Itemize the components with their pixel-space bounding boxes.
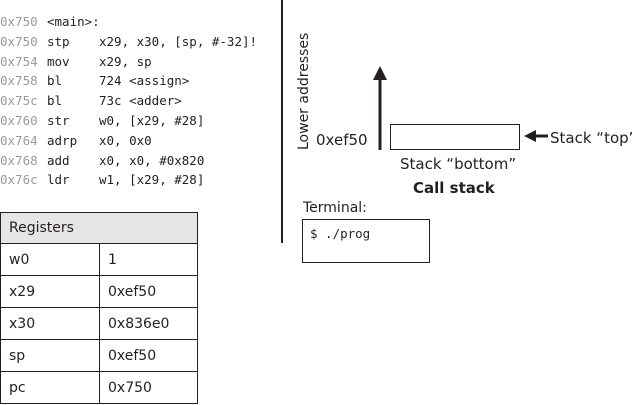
code-address: 0x754 [0,53,38,69]
registers-table: Registers w0 1 x29 0xef50 x30 0x836e0 sp… [0,212,198,404]
table-row: sp 0xef50 [0,339,198,372]
code-line: 0x768 add x0, x0, #0x820 [0,151,204,171]
register-name: w0 [0,243,100,276]
code-address: 0x750 [0,33,38,49]
code-operands: x29, x30, [sp, #-32]! [99,33,258,49]
code-line: 0x760 str w0, [x29, #28] [0,111,204,131]
code-line: 0x750 <main>: [0,12,100,32]
table-row: x29 0xef50 [0,275,198,308]
stack-frame [390,124,520,150]
code-opcode: stp [47,33,70,49]
code-operands: w1, [x29, #28] [99,172,205,188]
stack-top-label: Stack “top” [550,129,632,147]
code-address: 0x768 [0,152,38,168]
register-value: 0x750 [99,371,198,404]
code-line: 0x764 adrp x0, 0x0 [0,131,152,151]
register-value: 0x836e0 [99,307,198,340]
stack-bottom-label: Stack “bottom” [400,155,517,173]
code-opcode: bl [47,73,63,89]
code-address: 0x758 [0,73,38,89]
lower-addresses-label: Lower addresses [296,32,312,150]
code-operands: x0, x0, #0x820 [99,152,205,168]
register-name: x30 [0,307,100,340]
register-name: pc [0,371,100,404]
code-address: 0x75c [0,93,38,109]
code-address: 0x760 [0,112,38,128]
terminal-label: Terminal: [303,200,367,216]
code-operands: w0, [x29, #28] [99,112,205,128]
code-line: 0x750 stp x29, x30, [sp, #-32]! [0,32,257,52]
code-listing: 0x750 <main>: 0x750 stp x29, x30, [sp, #… [0,12,257,190]
code-address: 0x764 [0,132,38,148]
up-arrow-icon [373,66,387,150]
code-opcode: adrp [47,132,78,148]
left-arrow-icon [524,130,548,142]
stack-address-label: 0xef50 [316,131,368,149]
code-label: <main>: [47,14,100,29]
register-value: 0xef50 [99,275,198,308]
code-line: 0x76c ldr w1, [x29, #28] [0,170,204,190]
code-operands: 724 <assign> [99,73,190,89]
register-name: x29 [0,275,100,308]
code-operands: 73c <adder> [99,93,182,109]
code-opcode: add [47,152,70,168]
code-address: 0x750 [0,14,38,29]
code-opcode: str [47,112,70,128]
register-value: 0xef50 [99,339,198,372]
code-line: 0x754 mov x29, sp [0,52,152,72]
register-name: sp [0,339,100,372]
code-line: 0x758 bl 724 <assign> [0,71,189,91]
code-opcode: bl [47,93,63,109]
code-opcode: ldr [47,172,70,188]
terminal-box: $ ./prog [302,219,430,263]
table-row: pc 0x750 [0,371,198,404]
code-address: 0x76c [0,172,38,188]
code-operands: x0, 0x0 [99,132,152,148]
terminal-output: $ ./prog [310,226,371,241]
register-value: 1 [99,243,198,276]
code-opcode: mov [47,53,70,69]
call-stack-title: Call stack [413,179,495,197]
code-operands: x29, sp [99,53,152,69]
table-row: w0 1 [0,243,198,276]
registers-header: Registers [0,212,198,244]
table-row: x30 0x836e0 [0,307,198,340]
code-line: 0x75c bl 73c <adder> [0,91,182,111]
panel-divider [281,0,283,243]
